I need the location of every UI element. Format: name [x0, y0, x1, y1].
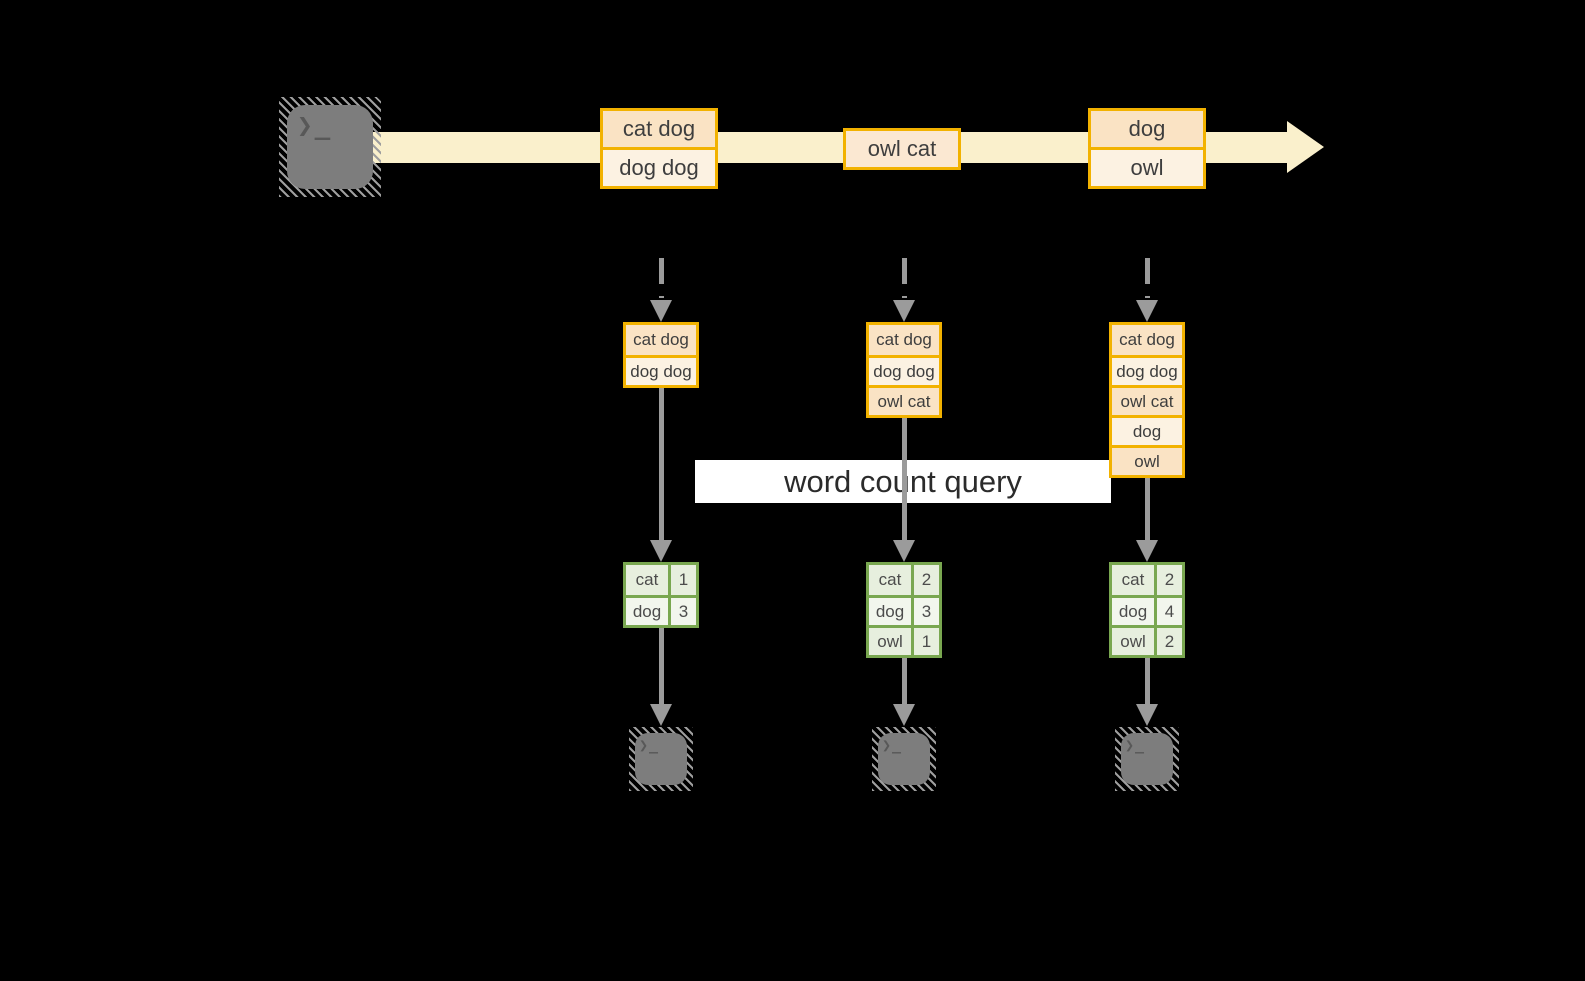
state-stack-2: cat dog dog dog owl cat [866, 322, 942, 418]
word-cell: cat [626, 565, 671, 595]
table-row: dog 4 [1112, 595, 1182, 625]
count-cell: 1 [678, 570, 689, 589]
terminal-screen [635, 733, 687, 785]
table-row: owl 1 [869, 625, 939, 655]
arrowhead-icon [893, 540, 915, 562]
table-row: dog 3 [869, 595, 939, 625]
state-stack-3: cat dog dog dog owl cat dog owl [1109, 322, 1185, 478]
source-terminal-icon: ❯_ [279, 97, 381, 197]
count-cell: 3 [921, 601, 932, 621]
arrowhead-icon [1136, 704, 1158, 726]
state-row: cat dog [1112, 325, 1182, 355]
arrow-line [902, 418, 907, 540]
stream-event-line: dog [1091, 111, 1203, 147]
state-row: owl cat [1112, 385, 1182, 415]
stream-event-line: owl [1091, 147, 1203, 186]
sink-terminal-icon-2: ❯_ [872, 727, 936, 791]
count-cell: 2 [1164, 570, 1175, 589]
table-row: dog 3 [626, 595, 696, 625]
count-cell: 3 [678, 601, 689, 621]
stream-event-line: cat dog [603, 111, 715, 147]
arrowhead-icon [1136, 540, 1158, 562]
count-cell: 2 [1164, 631, 1175, 651]
state-row: cat dog [626, 325, 696, 355]
wordcount-table-3: cat 2 dog 4 owl 2 [1109, 562, 1185, 658]
table-row: cat 1 [626, 565, 696, 595]
stream-event-line: dog dog [603, 147, 715, 186]
terminal-prompt-icon: ❯_ [639, 736, 660, 754]
stream-event-batch-3: dog owl [1088, 108, 1206, 189]
dashed-arrow-line [1145, 258, 1150, 298]
state-row: dog [1112, 415, 1182, 445]
arrow-line [902, 658, 907, 704]
word-cell: cat [869, 565, 914, 595]
dashed-arrowhead-icon [650, 300, 672, 322]
arrowhead-icon [650, 540, 672, 562]
dashed-arrowhead-icon [1136, 300, 1158, 322]
dashed-arrow-line [659, 258, 664, 298]
state-row: dog dog [626, 355, 696, 385]
sink-terminal-icon-1: ❯_ [629, 727, 693, 791]
table-row: cat 2 [1112, 565, 1182, 595]
arrow-line [659, 628, 664, 704]
count-cell: 2 [921, 570, 932, 589]
word-cell: dog [1112, 598, 1157, 625]
table-row: owl 2 [1112, 625, 1182, 655]
terminal-screen [878, 733, 930, 785]
terminal-prompt-icon: ❯_ [297, 111, 333, 141]
state-row: owl [1112, 445, 1182, 475]
count-cell: 4 [1164, 601, 1175, 621]
arrowhead-icon [893, 704, 915, 726]
terminal-prompt-icon: ❯_ [882, 736, 903, 754]
state-row: dog dog [869, 355, 939, 385]
count-cell: 1 [921, 631, 932, 651]
arrow-line [1145, 658, 1150, 704]
table-row: cat 2 [869, 565, 939, 595]
dashed-arrowhead-icon [893, 300, 915, 322]
stream-event-batch-2: owl cat [843, 128, 961, 170]
state-row: dog dog [1112, 355, 1182, 385]
terminal-prompt-icon: ❯_ [1125, 736, 1146, 754]
word-cell: dog [869, 598, 914, 625]
terminal-screen [1121, 733, 1173, 785]
word-cell: cat [1112, 565, 1157, 595]
state-row: cat dog [869, 325, 939, 355]
arrowhead-icon [650, 704, 672, 726]
stream-event-batch-1: cat dog dog dog [600, 108, 718, 189]
state-row: owl cat [869, 385, 939, 415]
word-cell: owl [1112, 628, 1157, 655]
terminal-screen [287, 105, 373, 189]
arrow-line [659, 388, 664, 540]
dashed-arrow-line [902, 258, 907, 298]
wordcount-table-2: cat 2 dog 3 owl 1 [866, 562, 942, 658]
sink-terminal-icon-3: ❯_ [1115, 727, 1179, 791]
state-stack-1: cat dog dog dog [623, 322, 699, 388]
stream-event-line: owl cat [846, 131, 958, 167]
word-cell: dog [626, 598, 671, 625]
wordcount-table-1: cat 1 dog 3 [623, 562, 699, 628]
arrow-line [1145, 478, 1150, 540]
word-cell: owl [869, 628, 914, 655]
stream-timeline-arrowhead-icon [1287, 121, 1324, 173]
